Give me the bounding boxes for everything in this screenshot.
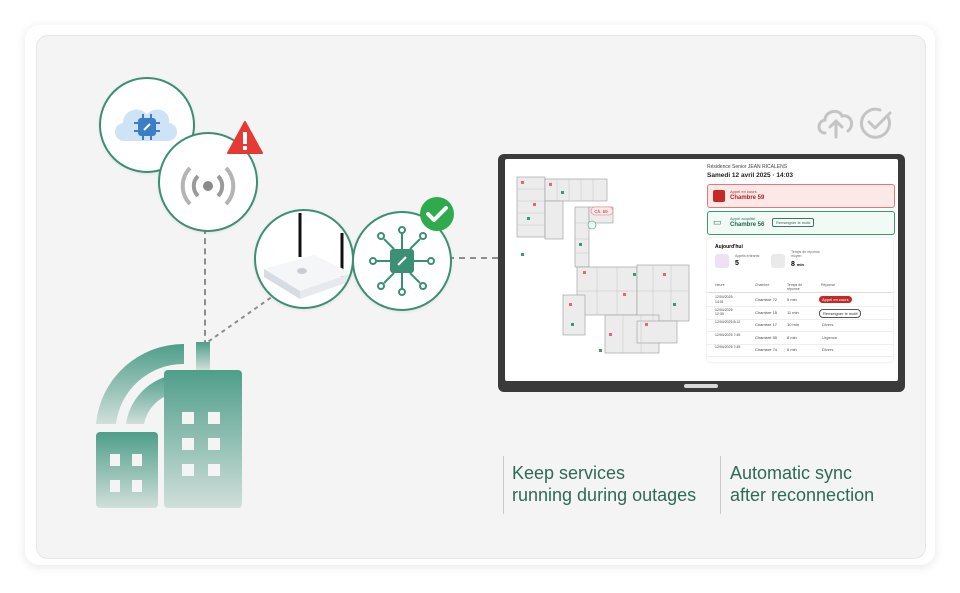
connector-router-building — [201, 293, 277, 347]
stat2-label: Temps de réponse moyen — [791, 250, 820, 258]
site-name: Résidence Senior JEAN RICALENS — [707, 164, 788, 170]
row-room: Chambre 15 — [755, 309, 778, 315]
connector-chip-monitor — [448, 257, 498, 259]
row-response-time: 8 min — [787, 334, 797, 340]
row-datetime: 12/04/2025 7:45 — [715, 332, 741, 337]
floor-badge-label: Ch. 59 — [594, 209, 608, 214]
feature2-line1: Automatic sync — [730, 463, 853, 483]
incoming-calls-icon — [715, 254, 729, 268]
table-body: 12/04/2025 14:01 Chambre 72 5 min Appel en … — [707, 294, 893, 358]
router-icon — [264, 213, 352, 299]
alert-red-room: Chambre 59 — [730, 195, 765, 201]
check-circle-icon — [860, 107, 892, 139]
row-room: Chambre 74 — [755, 347, 778, 352]
row-status[interactable]: Appel en cours — [819, 296, 852, 303]
cloud-service-node — [99, 77, 195, 173]
cloud-upload-icon — [817, 109, 854, 139]
cloud-chip-icon — [114, 109, 178, 141]
row-room: Chambre 55 — [755, 334, 778, 340]
acknowledged-call-alert[interactable]: ▭ Appel acquitté Chambre 56 Renseigner l… — [707, 211, 895, 235]
date-label: Samedi 12 avril 2025 — [707, 172, 771, 179]
stat2-number: 8 — [791, 261, 795, 268]
feature2-divider — [720, 456, 721, 514]
row-status: Divers — [822, 322, 834, 327]
table-row[interactable]: 12/04/2025 14:01 Chambre 72 5 min Appel en … — [707, 294, 893, 307]
stat2-unit: min — [796, 262, 804, 267]
alert-green-status: Appel acquitté — [730, 216, 756, 221]
alert-red-status: Appel en cours — [730, 189, 757, 194]
row-status[interactable]: Renseigner le motif — [819, 308, 862, 318]
warning-icon — [227, 121, 263, 154]
today-title: Aujourd'hui — [715, 244, 743, 250]
feature1-line1: Keep services — [512, 463, 626, 483]
row-datetime: 12/04/2025 14:01 — [715, 295, 733, 304]
column-header[interactable]: Chambre — [755, 283, 770, 287]
row-status: Divers — [822, 347, 834, 352]
feature1-line2: running during outages — [512, 485, 697, 505]
alert-green-room: Chambre 56 — [730, 222, 765, 228]
monitor-stand — [684, 384, 718, 388]
feature1-divider — [503, 456, 504, 514]
message-icon: ▭ — [713, 217, 722, 227]
row-response-time: 6 min — [787, 347, 797, 352]
stat1-value: 5 — [735, 260, 739, 267]
active-call-alert[interactable]: Appel en cours Chambre 59 — [707, 184, 895, 208]
wireless-signal-icon — [180, 166, 236, 206]
table-header: Heure Chambre Temps de réponse Réponse — [707, 282, 893, 293]
feature-sync: Automatic sync after reconnection — [730, 462, 874, 506]
row-room: Chambre 17 — [755, 322, 778, 327]
fill-reason-button[interactable]: Renseigner le motif — [772, 218, 815, 227]
row-datetime: 12/04/2025 8:12 — [715, 320, 741, 324]
column-header[interactable]: Heure — [715, 283, 725, 287]
floor-plan: Ch. 59 — [516, 176, 690, 354]
column-header[interactable]: Temps de réponse — [787, 283, 803, 291]
feature2-line2: after reconnection — [730, 485, 875, 505]
check-badge-icon — [420, 197, 454, 231]
router-node — [254, 209, 354, 309]
column-header[interactable]: Réponse — [821, 283, 836, 287]
row-status: Urgence — [822, 334, 838, 340]
today-panel: Aujourd'hui Appels entrants 5 Temps de r… — [707, 238, 893, 362]
feature-offline: Keep services running during outages — [512, 462, 696, 506]
stat2-value: 8 min — [791, 261, 804, 268]
call-icon — [713, 190, 725, 202]
row-room: Chambre 72 — [755, 297, 778, 302]
date-time: Samedi 12 avril 2025 · 14:03 — [707, 172, 794, 179]
connector-signal-building — [204, 228, 206, 346]
row-response-time: 10 min — [787, 322, 800, 327]
building-signal-icon — [96, 342, 242, 508]
row-datetime: 12/04/2025 7:45 — [715, 345, 741, 349]
response-time-icon — [771, 254, 785, 268]
table-row[interactable]: 12/04/2025 12:30 Chambre 15 11 min Renseign… — [707, 307, 893, 320]
table-row[interactable]: 12/04/2025 7:45 Chambre 55 8 min Urgence — [707, 332, 893, 345]
chip-icon — [369, 226, 435, 296]
stat1-label: Appels entrants — [735, 254, 760, 258]
time-label: 14:03 — [776, 172, 794, 179]
row-response-time: 5 min — [787, 297, 797, 302]
row-response-time: 11 min — [787, 309, 799, 315]
row-datetime: 12/04/2025 12:30 — [715, 307, 733, 317]
